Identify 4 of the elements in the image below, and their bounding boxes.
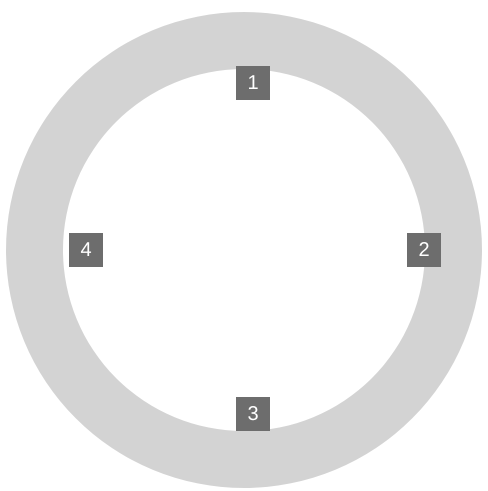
number-marker: 1 bbox=[236, 66, 270, 100]
number-marker: 3 bbox=[236, 397, 270, 431]
number-marker: 2 bbox=[407, 233, 441, 267]
number-marker: 4 bbox=[69, 233, 103, 267]
